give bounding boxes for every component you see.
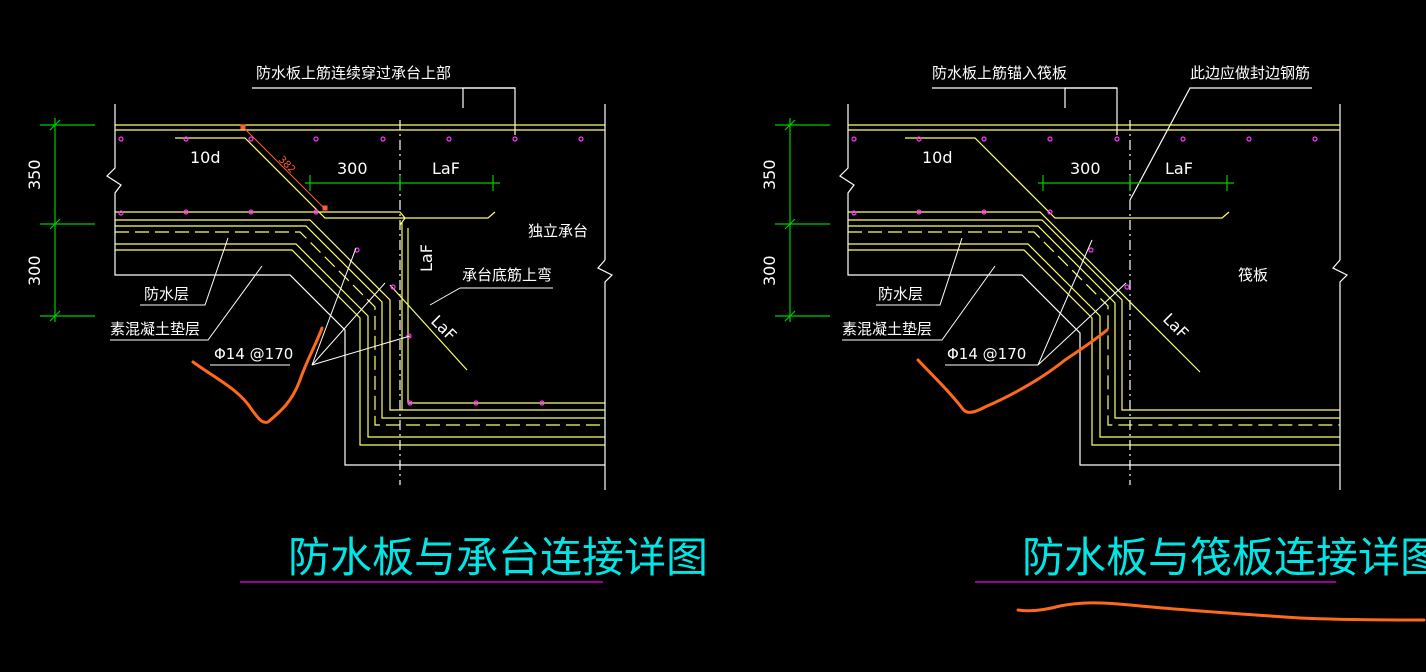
rebar-dot: [1114, 136, 1120, 142]
rebar-dot: [446, 136, 452, 142]
left-laf-vertical: LaF: [417, 244, 436, 272]
right-dimensions: [775, 118, 1234, 322]
right-top-label-2: 此边应做封边钢筋: [1190, 64, 1310, 82]
rebar-dot: [183, 209, 189, 215]
left-label-cushion: 素混凝土垫层: [110, 320, 200, 338]
left-top-label: 防水板上筋连续穿过承台上部: [256, 64, 451, 82]
right-label-raft: 筏板: [1238, 266, 1268, 284]
rebar-dot: [406, 333, 412, 339]
rebar-dot: [1047, 136, 1053, 142]
right-label-bar: Φ14 @170: [947, 345, 1026, 363]
right-dim-300: 300: [1070, 159, 1101, 178]
left-dimensions: [40, 118, 500, 322]
left-dim-10d: 10d: [190, 148, 221, 167]
rebar-dot: [1124, 284, 1130, 290]
right-detail: 防水板上筋锚入筏板 此边应做封边钢筋 350 300 10d 300 LaF L…: [760, 64, 1426, 622]
right-rebars: [848, 124, 1340, 446]
rebar-dot: [851, 210, 857, 216]
rebar-dot: [512, 136, 518, 142]
rebar-dot: [981, 136, 987, 142]
right-dim-laf: LaF: [1165, 159, 1193, 178]
left-label-cap: 独立承台: [528, 222, 588, 240]
right-dim-10d: 10d: [922, 148, 953, 167]
right-top-label-1: 防水板上筋锚入筏板: [932, 64, 1067, 82]
rebar-dot: [578, 136, 584, 142]
rebar-dot: [118, 136, 124, 142]
left-label-cap-bottom: 承台底筋上弯: [462, 266, 552, 284]
rebar-dot: [916, 209, 922, 215]
right-dim-350: 350: [760, 159, 779, 190]
left-dim-300: 300: [337, 159, 368, 178]
left-dim-300-side: 300: [25, 255, 44, 286]
rebar-dot: [1088, 247, 1094, 253]
right-laf-diagonal: LaF: [1159, 309, 1192, 342]
left-red-dim: [240, 124, 328, 211]
right-label-cushion: 素混凝土垫层: [842, 320, 932, 338]
right-dim-300-side: 300: [760, 255, 779, 286]
right-rebar-dots: [851, 136, 1318, 290]
rebar-dot: [851, 136, 857, 142]
left-detail: 防水板上筋连续穿过承台上部 350 300 10d 300 LaF 382 La…: [25, 64, 708, 583]
right-leaders: [842, 237, 1127, 366]
rebar-dot: [1312, 136, 1318, 142]
right-label-waterproof: 防水层: [878, 285, 923, 303]
left-label-waterproof: 防水层: [144, 285, 189, 303]
left-label-bar: Φ14 @170: [214, 345, 293, 363]
rebar-dot: [313, 209, 319, 215]
rebar-dot: [473, 400, 479, 406]
right-markup-stroke: [916, 328, 1109, 414]
rebar-dot: [1180, 136, 1186, 142]
left-title: 防水板与承台连接详图: [288, 533, 708, 582]
bottom-markup-stroke: [1016, 601, 1426, 622]
rebar-dot: [380, 136, 386, 142]
left-dim-laf: LaF: [432, 159, 460, 178]
left-dim-350: 350: [25, 159, 44, 190]
right-title: 防水板与筏板连接详图: [1022, 533, 1426, 582]
left-rebar-dots: [118, 136, 584, 406]
left-markup-stroke: [191, 326, 324, 424]
rebar-dot: [1047, 209, 1053, 215]
rebar-dot: [313, 136, 319, 142]
rebar-dot: [981, 209, 987, 215]
rebar-dot: [248, 136, 254, 142]
rebar-dot: [118, 210, 124, 216]
rebar-dot: [1246, 136, 1252, 142]
left-rebars: [115, 124, 605, 446]
rebar-dot: [407, 400, 413, 406]
rebar-dot: [248, 209, 254, 215]
left-laf-diagonal: LaF: [427, 311, 460, 344]
rebar-dot: [390, 284, 396, 290]
left-leaders: [110, 237, 553, 366]
rebar-dot: [183, 136, 189, 142]
rebar-dot: [539, 400, 545, 406]
rebar-dot: [916, 136, 922, 142]
